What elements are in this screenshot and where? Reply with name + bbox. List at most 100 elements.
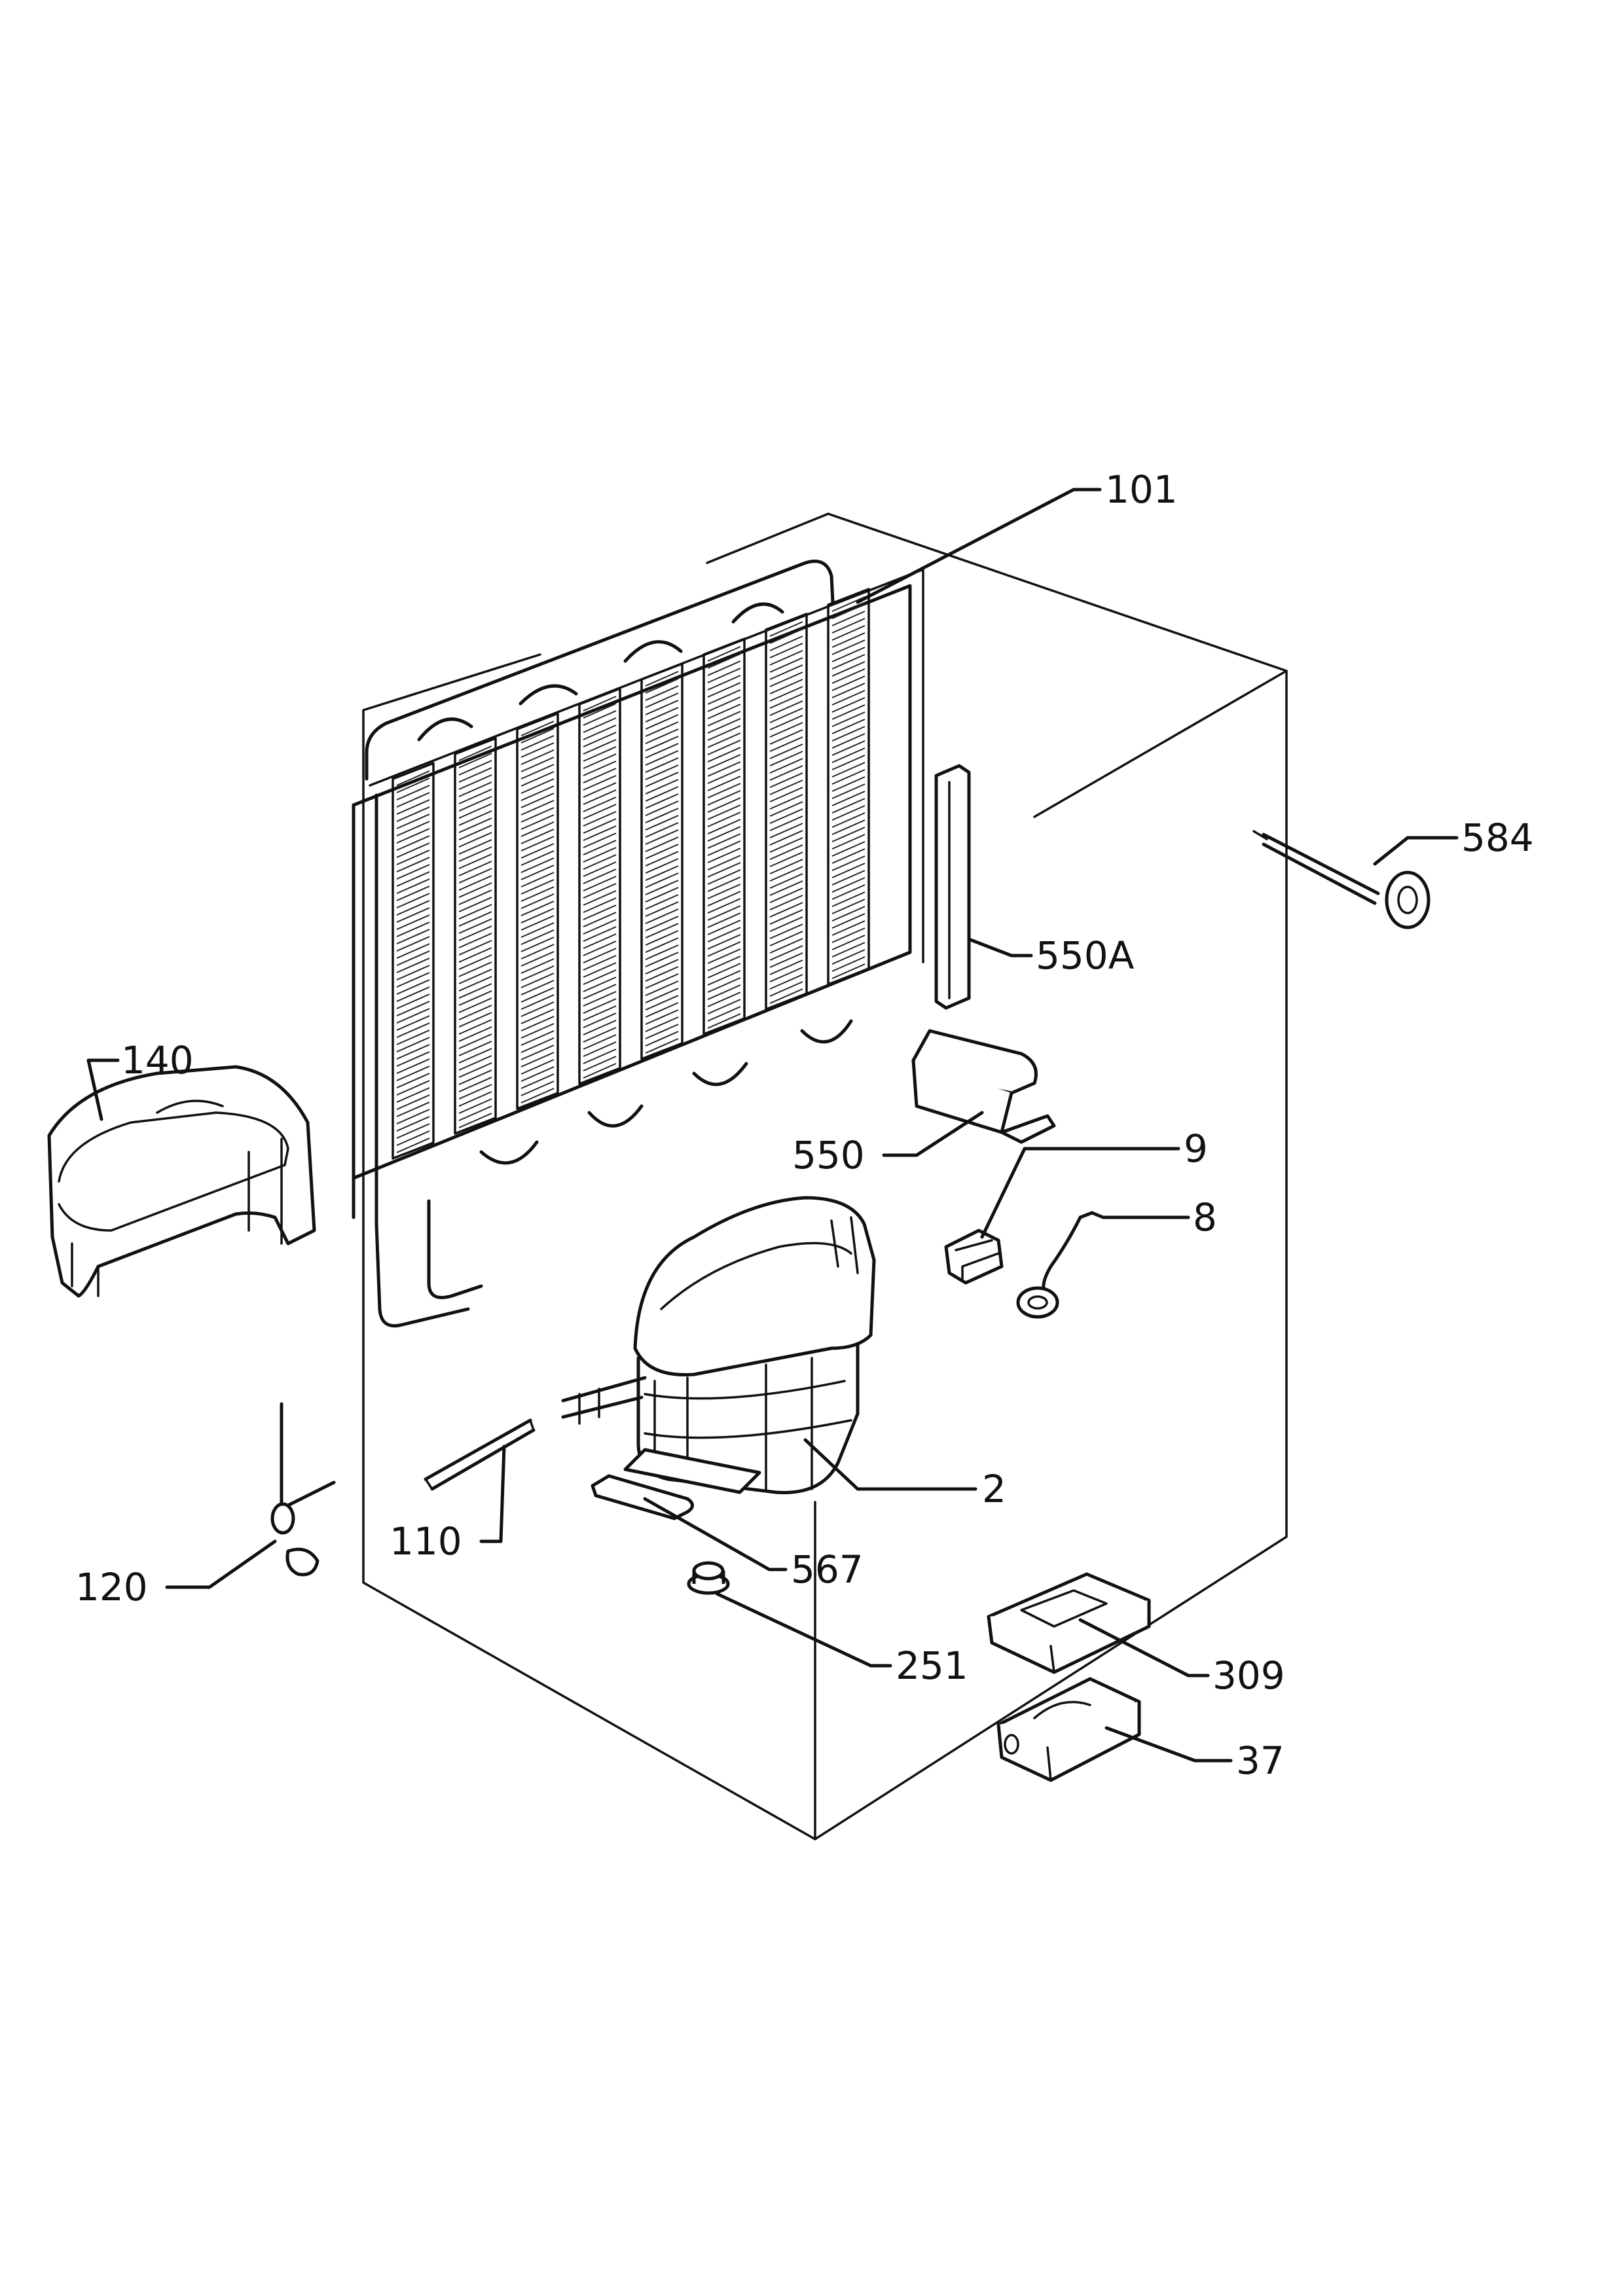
condenser-fin-line xyxy=(396,1087,430,1103)
condenser-fin-line xyxy=(769,880,803,896)
condenser-fin-line xyxy=(458,1098,492,1114)
cabinet-outline xyxy=(362,512,1288,1840)
condenser-fin-line xyxy=(458,1069,492,1085)
condenser-fin-line xyxy=(583,941,617,956)
condenser-fin-line xyxy=(583,897,617,913)
condenser-fin-line xyxy=(520,1030,555,1046)
condenser-fin-line xyxy=(645,1031,679,1047)
condenser-fin-line xyxy=(520,958,555,974)
condenser-fin-line xyxy=(645,988,679,1003)
condenser-fin-line xyxy=(831,697,866,713)
condenser-fin-line xyxy=(458,832,492,848)
condenser-fin-line xyxy=(458,1019,492,1035)
condenser-fin-line xyxy=(520,937,555,952)
condenser-fin-line xyxy=(583,905,617,920)
condenser-fin-line xyxy=(583,1041,617,1057)
callout-110: 110 xyxy=(390,1519,462,1564)
condenser-fin-line xyxy=(583,1049,617,1064)
condenser-fin-line xyxy=(396,850,430,865)
condenser-fin-line xyxy=(831,783,866,799)
condenser-fin-line xyxy=(769,643,803,658)
condenser-fin-line xyxy=(583,761,617,776)
condenser-fin-line xyxy=(831,733,866,749)
condenser-fin-line xyxy=(396,1037,430,1052)
condenser-fin-line xyxy=(396,1001,430,1016)
condenser-fin-line xyxy=(831,863,866,878)
condenser-fin-line xyxy=(831,711,866,727)
condenser-fin-line xyxy=(520,764,555,780)
condenser-fin-line xyxy=(458,1062,492,1078)
condenser-fin-line xyxy=(645,851,679,867)
housing-part-309 xyxy=(987,1572,1151,1674)
condenser-fin-line xyxy=(396,1094,430,1110)
condenser-fin-line xyxy=(583,955,617,971)
condenser-fin-line xyxy=(458,767,492,783)
condenser-fin-line xyxy=(583,861,617,877)
condenser-fin-line xyxy=(520,735,555,751)
condenser-fin-line xyxy=(707,783,741,798)
condenser-fin-line xyxy=(645,772,679,787)
condenser-fin-line xyxy=(831,949,866,965)
condenser-fin-line xyxy=(707,963,741,978)
condenser-fin-line xyxy=(396,857,430,872)
condenser-fin-line xyxy=(645,728,679,744)
condenser-fin-line xyxy=(458,753,492,768)
bracket-part-550 xyxy=(911,1029,1056,1144)
condenser-fin-line xyxy=(707,934,741,950)
condenser-fin-line xyxy=(831,798,866,814)
condenser-fin-line xyxy=(707,927,741,942)
condenser-fin-line xyxy=(396,986,430,1002)
condenser-fin-line xyxy=(583,1005,617,1021)
condenser-fin-line xyxy=(707,941,741,957)
condenser-fin-line xyxy=(583,926,617,942)
condenser-fin-line xyxy=(707,884,741,899)
condenser-fin-line xyxy=(769,693,803,709)
condenser-fin-line xyxy=(769,952,803,968)
condenser-fin-line xyxy=(583,710,617,726)
condenser-fin-line xyxy=(458,904,492,920)
condenser-fin-line xyxy=(583,789,617,805)
condenser-fin-line xyxy=(707,653,741,669)
condenser-fin-line xyxy=(707,826,741,842)
condenser-fin-line xyxy=(396,1116,430,1132)
condenser-fin-line xyxy=(458,853,492,869)
condenser-fin-line xyxy=(396,929,430,944)
condenser-fin-line xyxy=(583,847,617,863)
condenser-fin-line xyxy=(769,729,803,745)
condenser-fin-line xyxy=(769,981,803,997)
condenser-fin-line xyxy=(583,804,617,819)
condenser-fin-line xyxy=(707,920,741,935)
condenser-fin-line xyxy=(769,679,803,694)
condenser-fin-line xyxy=(707,725,741,741)
condenser-fin-line xyxy=(520,886,555,902)
condenser-fin-line xyxy=(831,956,866,972)
plate-part-567 xyxy=(591,1474,694,1520)
condenser-fin-line xyxy=(645,1002,679,1018)
condenser-fin-line xyxy=(645,865,679,881)
condenser-fin-line xyxy=(458,1091,492,1107)
bracket-part-550A xyxy=(934,764,971,1010)
condenser-fin-line xyxy=(583,739,617,755)
callout-120: 120 xyxy=(75,1565,148,1609)
condenser-fin-line xyxy=(645,901,679,917)
condenser-fin-line xyxy=(520,778,555,794)
condenser-fin-line xyxy=(520,1001,555,1017)
condenser-fin-line xyxy=(520,1088,555,1103)
condenser-fin-line xyxy=(707,682,741,698)
condenser-fin-line xyxy=(831,906,866,922)
condenser-fin-line xyxy=(396,1015,430,1031)
condenser-fin-line xyxy=(769,686,803,702)
condenser-fin-line xyxy=(396,1109,430,1124)
condenser-fin-line xyxy=(769,808,803,824)
condenser-fin-line xyxy=(707,905,741,921)
condenser-fin-line xyxy=(645,966,679,982)
condenser-fin-line xyxy=(520,829,555,844)
condenser-fin-line xyxy=(769,988,803,1004)
condenser-fin-line xyxy=(396,792,430,808)
condenser-fin-line xyxy=(645,736,679,751)
condenser-fin-line xyxy=(458,774,492,790)
condenser-fin-line xyxy=(396,828,430,844)
condenser-fin-line xyxy=(645,894,679,910)
condenser-fin-line xyxy=(707,819,741,834)
condenser-fin-line xyxy=(645,880,679,895)
